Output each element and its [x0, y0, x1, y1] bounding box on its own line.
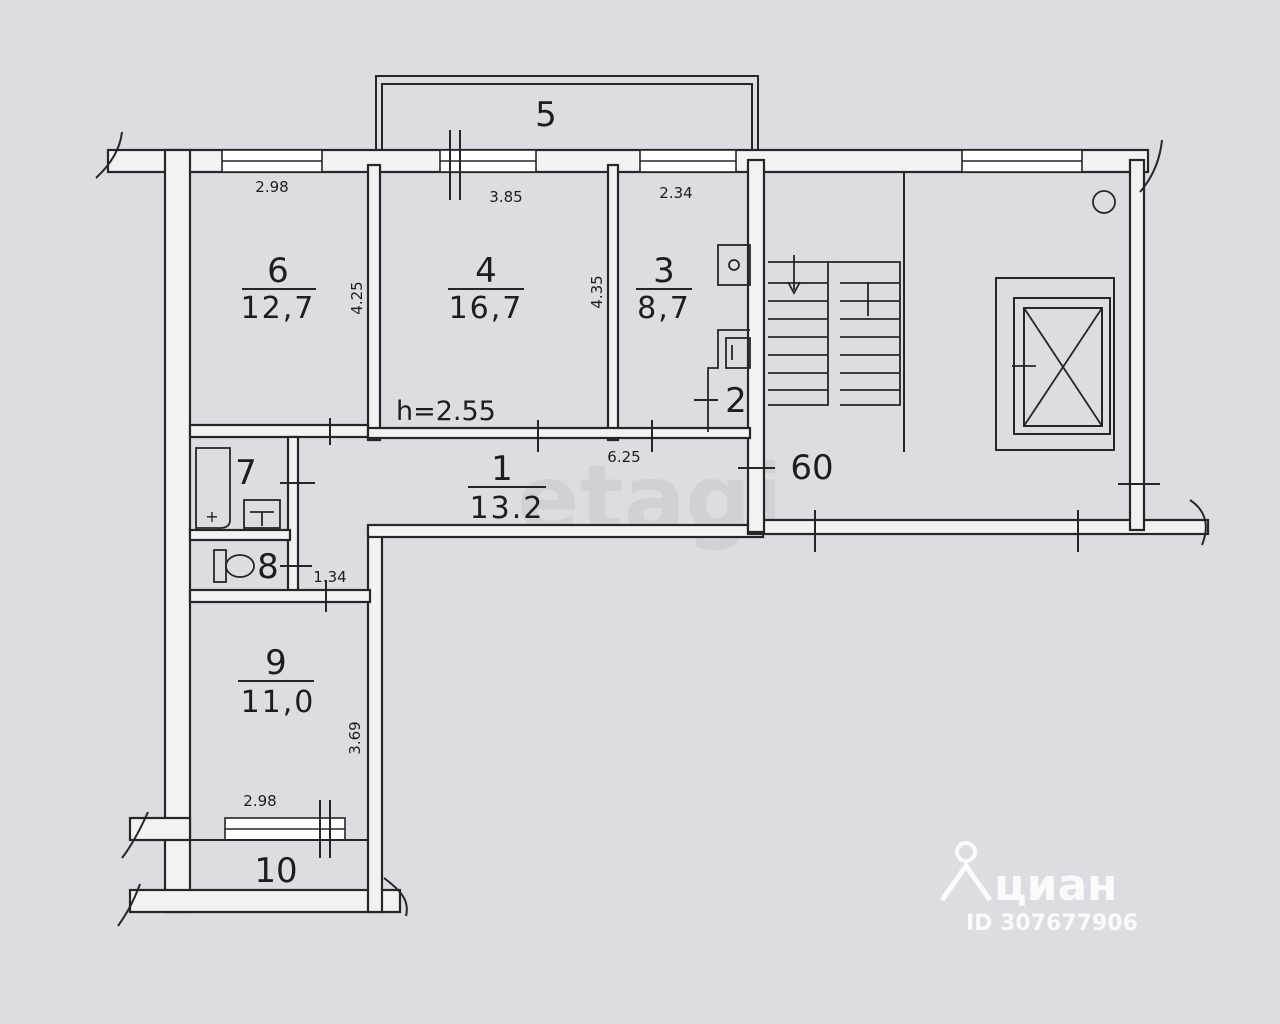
kitchen-fixtures [707, 244, 751, 432]
room-1-number: 1 [491, 449, 513, 489]
wall-room6-room4 [366, 163, 382, 442]
closet-outline [707, 329, 750, 432]
room-5-number: 5 [535, 95, 557, 135]
wall-room6-bottom [188, 423, 370, 439]
room-10-number: 10 [254, 851, 297, 891]
room-7-number: 7 [235, 453, 257, 493]
corridor-bottom-wall [366, 523, 765, 539]
stair-label: 60 [790, 448, 833, 488]
dim-room9-width: 2.98 [243, 792, 276, 810]
lower-wing-right-wall [366, 528, 384, 914]
stair-flights [768, 261, 901, 406]
sink-drain-icon [728, 259, 740, 271]
room-6-area: 12,7 [241, 291, 316, 326]
dim-corridor-length: 6.25 [607, 448, 640, 466]
dim-room6-depth: 4.25 [348, 281, 366, 314]
dim-room4-depth: 4.35 [588, 275, 606, 308]
loggia-outline [189, 839, 369, 891]
break-marks [95, 131, 1207, 927]
windows [221, 149, 1083, 841]
room-9-number: 9 [265, 643, 287, 683]
balcony-outline [375, 75, 759, 150]
room-1-area: 13.2 [470, 491, 545, 526]
dim-room6-width: 2.98 [255, 178, 288, 196]
wall-room4-room3 [606, 163, 620, 442]
room-2-number: 2 [725, 381, 747, 421]
door-marks [280, 130, 1160, 858]
ceiling-height-label: h=2.55 [396, 396, 496, 427]
closet-cabinet [725, 337, 751, 369]
toilet-fixture [213, 549, 255, 583]
room-3-number: 3 [653, 251, 675, 291]
bathtub [195, 447, 231, 529]
lower-left-wall-stub [128, 816, 192, 842]
chute-circle-icon [1092, 190, 1116, 214]
wall-bath-corridor [286, 435, 300, 599]
room-3-area: 8,7 [637, 291, 691, 326]
stairwell [768, 172, 1116, 452]
dim-room3-width: 2.34 [659, 184, 692, 202]
dim-room9-depth: 3.69 [346, 721, 364, 754]
room-4-area: 16,7 [449, 291, 524, 326]
window-room4 [439, 149, 537, 173]
wall-toilet-room9 [188, 588, 372, 604]
walls [106, 148, 1210, 914]
room-8-number: 8 [257, 547, 279, 587]
window-room6 [221, 149, 323, 173]
stair-right-wall [1128, 158, 1146, 532]
bottom-exterior-wall [128, 888, 402, 914]
cian-listing-id: ID 307677906 [966, 911, 1138, 936]
left-exterior-wall [163, 148, 192, 914]
dim-room4-width: 3.85 [489, 188, 522, 206]
room-9-area: 11,0 [241, 685, 316, 720]
apartment-stair-divider [746, 158, 766, 534]
elevator-shaft [995, 277, 1115, 451]
cian-watermark: циан ID 307677906 [939, 841, 1138, 936]
room-6-number: 6 [267, 251, 289, 291]
room-labels: 5 6 12,7 4 16,7 3 8,7 2 7 8 1 13.2 9 11,… [235, 95, 833, 891]
washbasin [243, 499, 281, 529]
toilet-bowl [225, 554, 255, 578]
window-room9 [224, 817, 346, 841]
window-stairwell [961, 149, 1083, 173]
bathtub-drain-icon: + [205, 507, 218, 526]
bathroom-fixtures: + [195, 447, 281, 529]
wall-bath-toilet [188, 528, 292, 542]
location-pin-icon [939, 841, 993, 902]
cian-logo-text: циан [994, 860, 1118, 911]
window-room3 [639, 149, 737, 173]
toilet-tank [213, 549, 227, 583]
dimensions: 2.98 4.25 3.85 4.35 2.34 6.25 1.34 2.98 … [243, 178, 692, 810]
arrow-head-icon [787, 281, 801, 295]
wall-rooms-corridor [366, 426, 752, 440]
dim-toilet-width: 1.34 [313, 568, 346, 586]
room-4-number: 4 [475, 251, 497, 291]
kitchen-sink [717, 244, 751, 286]
